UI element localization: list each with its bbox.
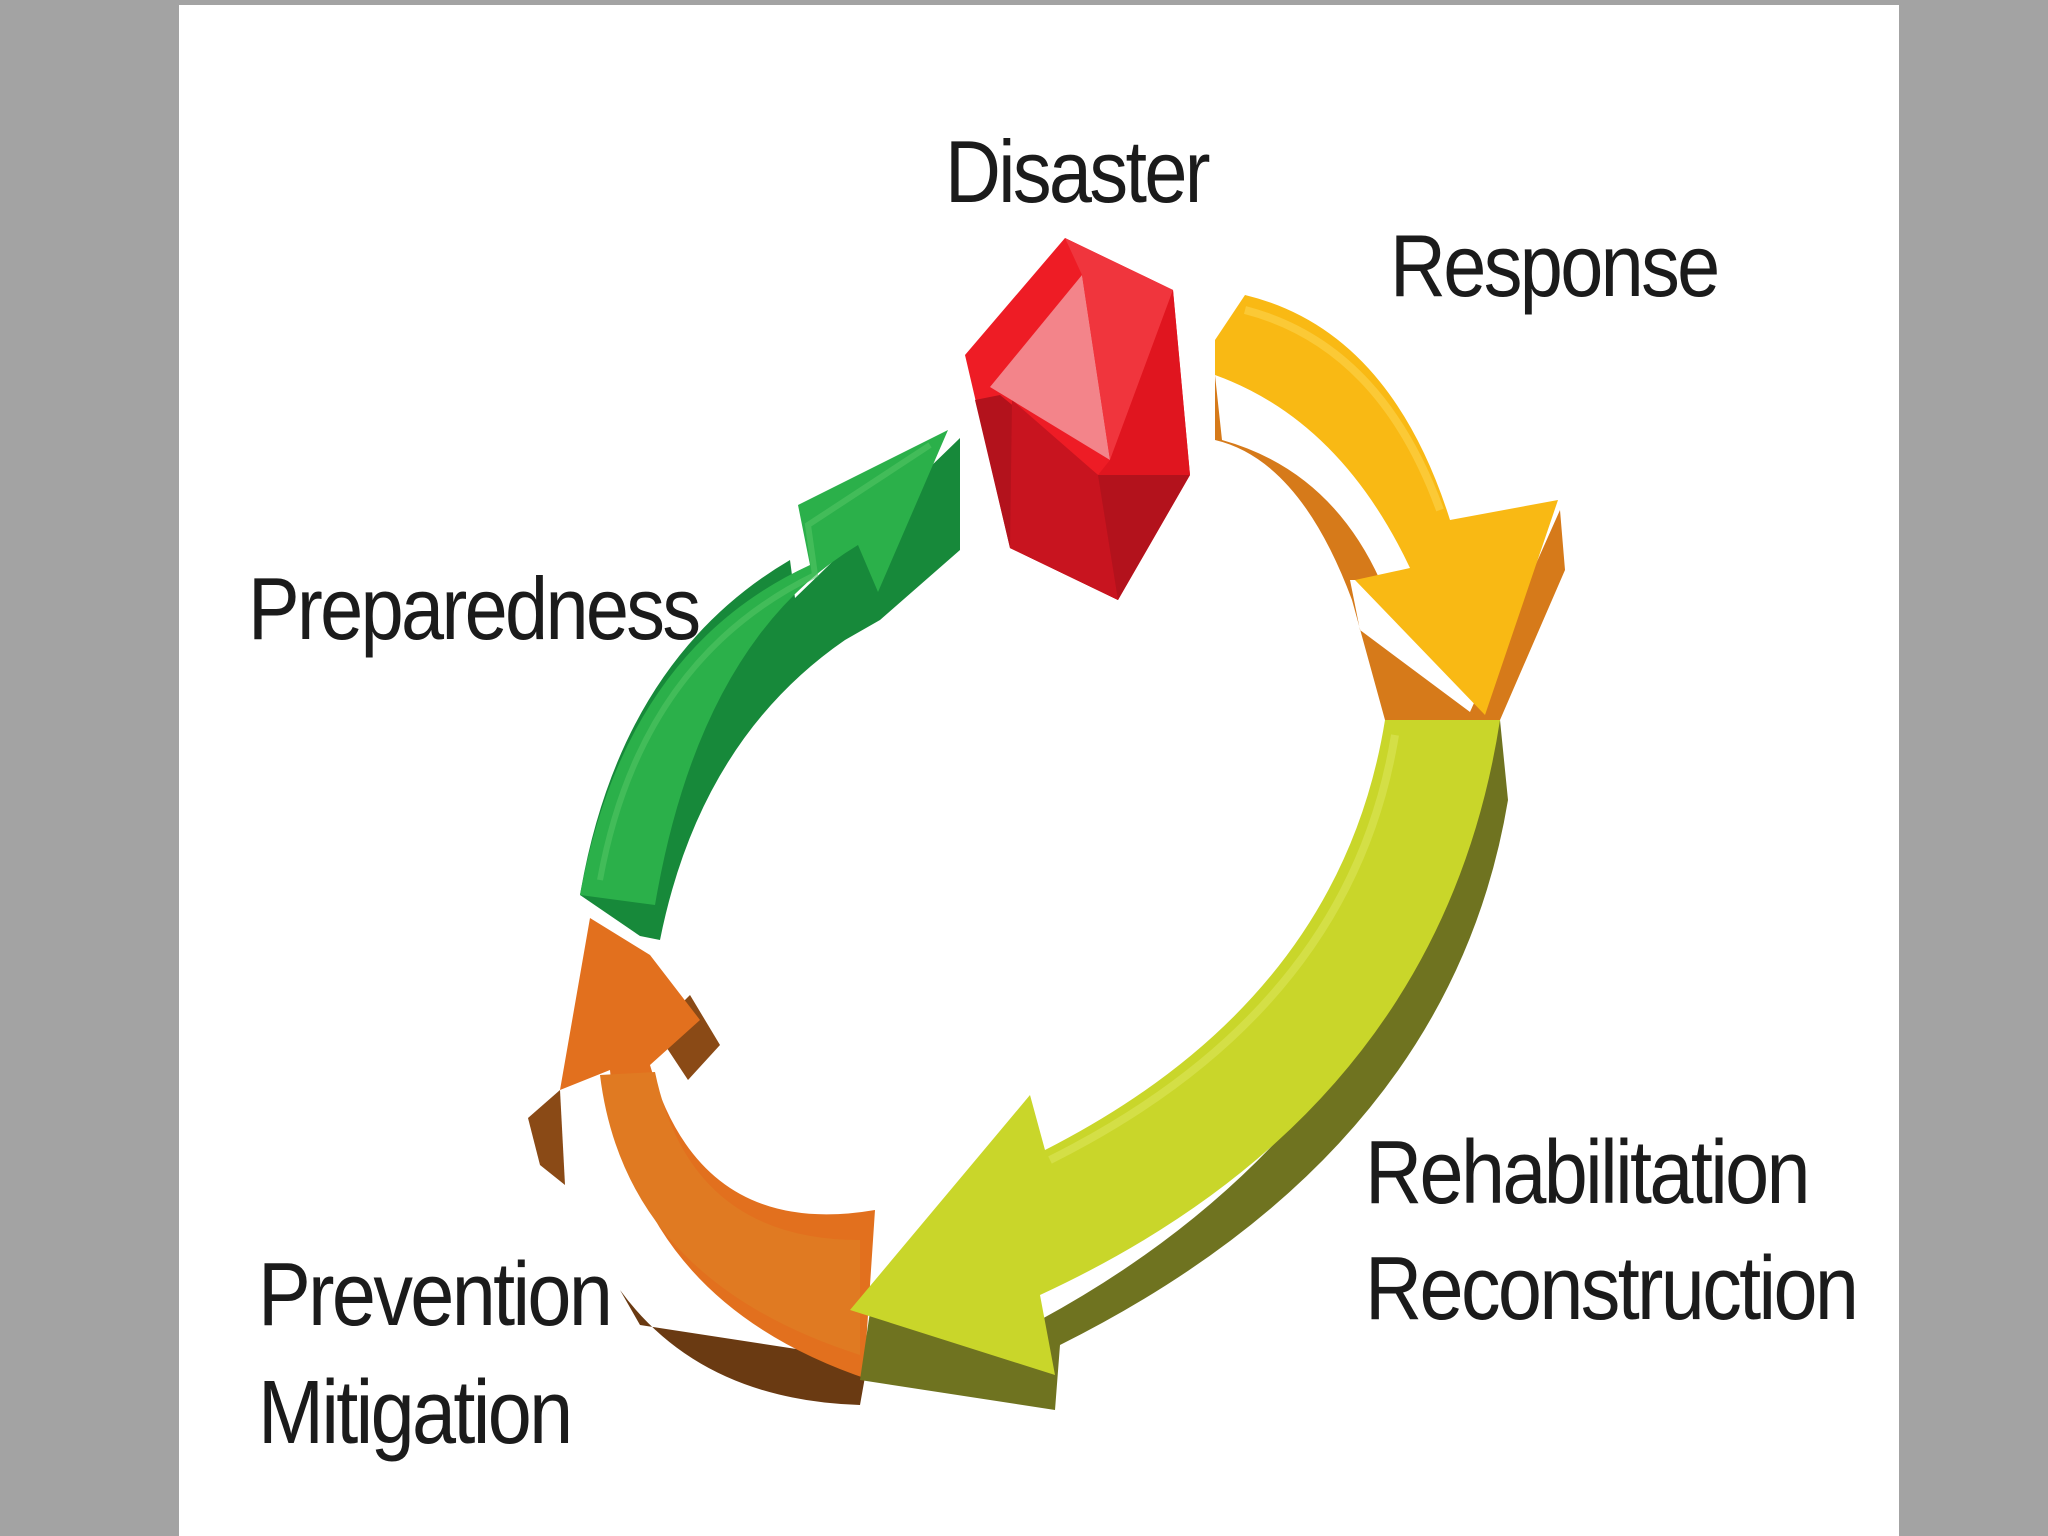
label-disaster: Disaster xyxy=(945,122,1211,221)
label-mitigation-text: Mitigation xyxy=(258,1363,573,1463)
label-preparedness-text: Preparedness xyxy=(248,559,701,658)
label-response: Response xyxy=(1390,216,1720,315)
arrow-prevention-face-2 xyxy=(600,1072,860,1355)
arrow-preparedness-face xyxy=(580,430,948,905)
arrow-rehab-side xyxy=(860,720,1508,1410)
label-rehabilitation-reconstruction: Rehabilitation Reconstruction xyxy=(1365,1123,1859,1339)
arrow-response-highlight xyxy=(1243,306,1444,512)
gem-facet-right xyxy=(1098,290,1190,475)
label-disaster-text: Disaster xyxy=(945,122,1211,221)
gem-facet-light xyxy=(990,275,1110,460)
disaster-gem-icon xyxy=(965,238,1190,600)
label-reconstruction-text: Reconstruction xyxy=(1365,1239,1859,1339)
label-prevention-mitigation: Prevention Mitigation xyxy=(258,1245,613,1463)
arrow-preparedness-to-disaster xyxy=(580,430,960,940)
arrow-rehab-highlight xyxy=(1048,734,1399,1164)
gem-facet-bottom xyxy=(1010,400,1118,600)
arrow-prevention-side xyxy=(620,1290,868,1405)
arrow-response-to-rehab xyxy=(1215,295,1565,720)
label-prevention-text: Prevention xyxy=(258,1245,613,1345)
arrow-rehab-face xyxy=(850,720,1500,1375)
arrow-prevention-side-left xyxy=(528,1090,565,1185)
arrow-preparedness-highlight xyxy=(597,442,932,881)
label-rehabilitation-text: Rehabilitation xyxy=(1365,1123,1811,1223)
arrow-response-face xyxy=(1215,295,1558,715)
arrow-rehab-to-prevention xyxy=(850,720,1508,1410)
label-response-text: Response xyxy=(1390,216,1720,315)
label-preparedness: Preparedness xyxy=(248,559,701,658)
arrow-prevention-to-preparedness xyxy=(528,918,875,1405)
gem-facet-top xyxy=(1065,238,1173,460)
